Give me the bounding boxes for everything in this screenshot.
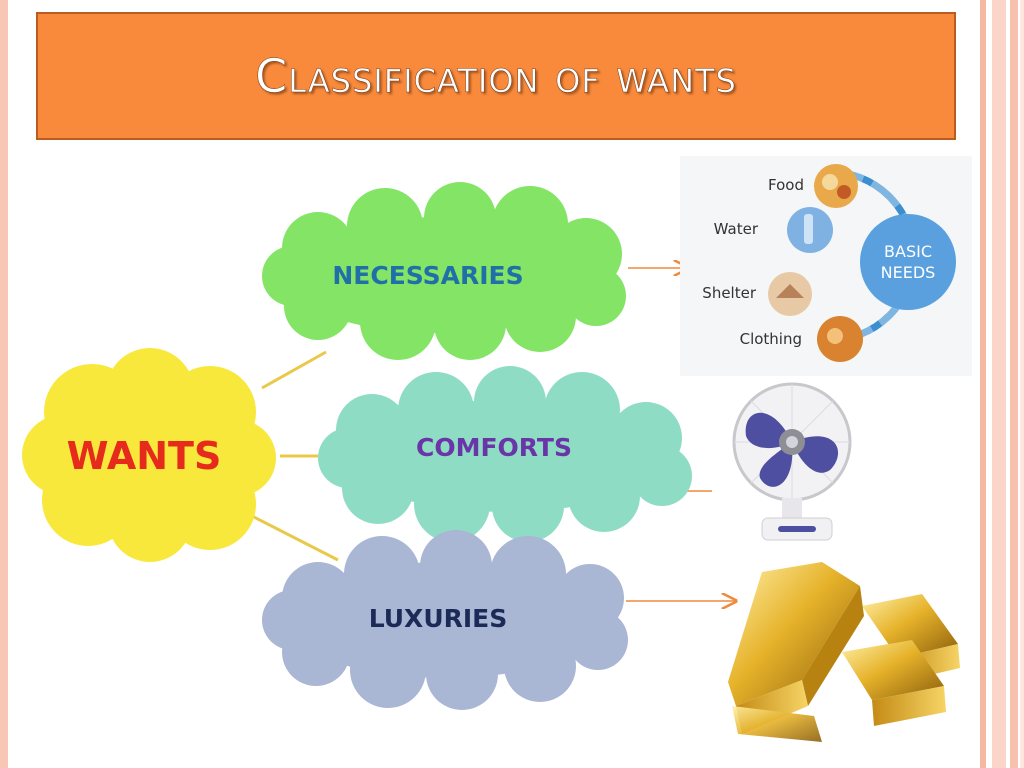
luxuries-label: LUXURIES	[369, 604, 508, 633]
comforts-cloud	[318, 366, 692, 542]
food-label: Food	[768, 176, 804, 194]
gold-bar-right	[842, 640, 944, 700]
basic-needs-image: Food Water Shelter Clothing BASIC NEEDS	[680, 156, 972, 376]
necessaries-cloud	[262, 182, 626, 360]
basic-needs-badge-line2: NEEDS	[881, 263, 936, 282]
gold-bars-image	[728, 562, 960, 742]
gold-bar-back	[862, 594, 958, 658]
connector-luxuries	[243, 510, 339, 562]
wants-cloud	[22, 348, 276, 562]
water-label: Water	[714, 220, 759, 238]
title-bar: Classification of wants	[36, 12, 956, 140]
luxuries-cloud	[262, 530, 628, 710]
necessaries-label: NECESSARIES	[332, 261, 523, 290]
basic-needs-badge-line1: BASIC	[884, 242, 932, 261]
slide-frame-left	[0, 0, 8, 768]
connector-necessaries	[261, 350, 327, 390]
clothing-label: Clothing	[740, 330, 802, 348]
slide-frame-right	[980, 0, 1024, 768]
table-fan-image	[712, 380, 890, 545]
basic-needs-badge	[860, 214, 956, 310]
wants-label: WANTS	[67, 434, 222, 478]
shelter-label: Shelter	[702, 284, 757, 302]
slide-title: Classification of wants	[255, 49, 737, 104]
gold-bar-front	[728, 562, 860, 706]
comforts-label: COMFORTS	[416, 433, 572, 462]
connector-lines	[243, 350, 339, 562]
